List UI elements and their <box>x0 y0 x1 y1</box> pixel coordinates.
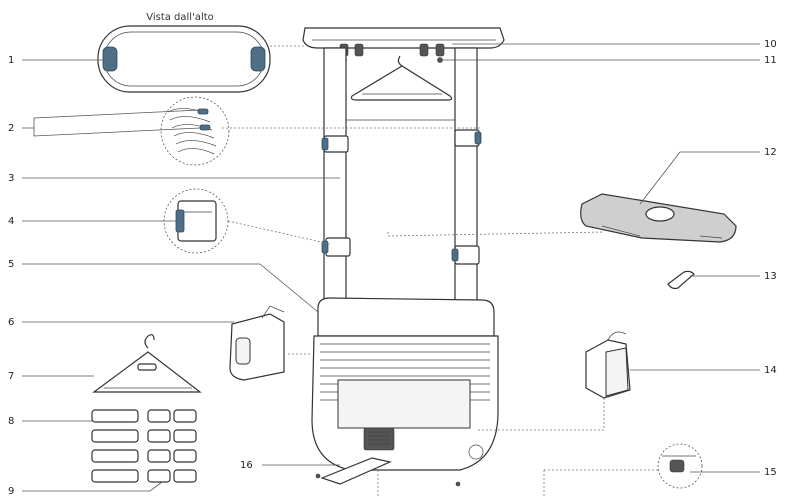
callout-5: 5 <box>8 259 14 270</box>
water-tank <box>229 305 285 381</box>
callout-15: 15 <box>764 467 777 478</box>
callout-10: 10 <box>764 39 777 50</box>
detail-15-circle <box>657 443 703 489</box>
hanger-accessory <box>92 334 202 393</box>
ironing-board <box>580 193 737 243</box>
callout-4: 4 <box>8 216 14 227</box>
callout-7: 7 <box>8 371 14 382</box>
callout-13: 13 <box>764 271 777 282</box>
steamer-top-head <box>302 27 505 63</box>
clips-grid <box>91 409 197 483</box>
callout-2: 2 <box>8 123 14 134</box>
steamer-base <box>311 297 499 487</box>
right-handle-blue <box>250 46 266 72</box>
accessory-bag <box>585 331 631 399</box>
foot-pedal <box>320 457 392 485</box>
callout-8: 8 <box>8 416 14 427</box>
callout-16: 16 <box>240 460 253 471</box>
callout-1: 1 <box>8 55 14 66</box>
callout-14: 14 <box>764 365 777 376</box>
detail-2-circle <box>160 96 230 166</box>
callout-numbers: 1 2 3 4 5 6 7 8 9 10 11 12 13 14 15 16 <box>8 39 777 497</box>
callout-6: 6 <box>8 317 14 328</box>
connector-lines <box>222 45 658 498</box>
head-hanger <box>350 55 453 101</box>
top-view-caption: Vista dall'alto <box>146 12 214 23</box>
top-view-inset: Vista dall'alto <box>97 12 271 93</box>
steamer-poles <box>321 47 482 331</box>
callout-3: 3 <box>8 173 14 184</box>
callout-9: 9 <box>8 486 14 497</box>
left-handle-blue <box>102 46 118 72</box>
callout-11: 11 <box>764 55 777 66</box>
leader-lines <box>22 43 760 492</box>
small-pad <box>667 270 695 290</box>
callout-12: 12 <box>764 147 777 158</box>
